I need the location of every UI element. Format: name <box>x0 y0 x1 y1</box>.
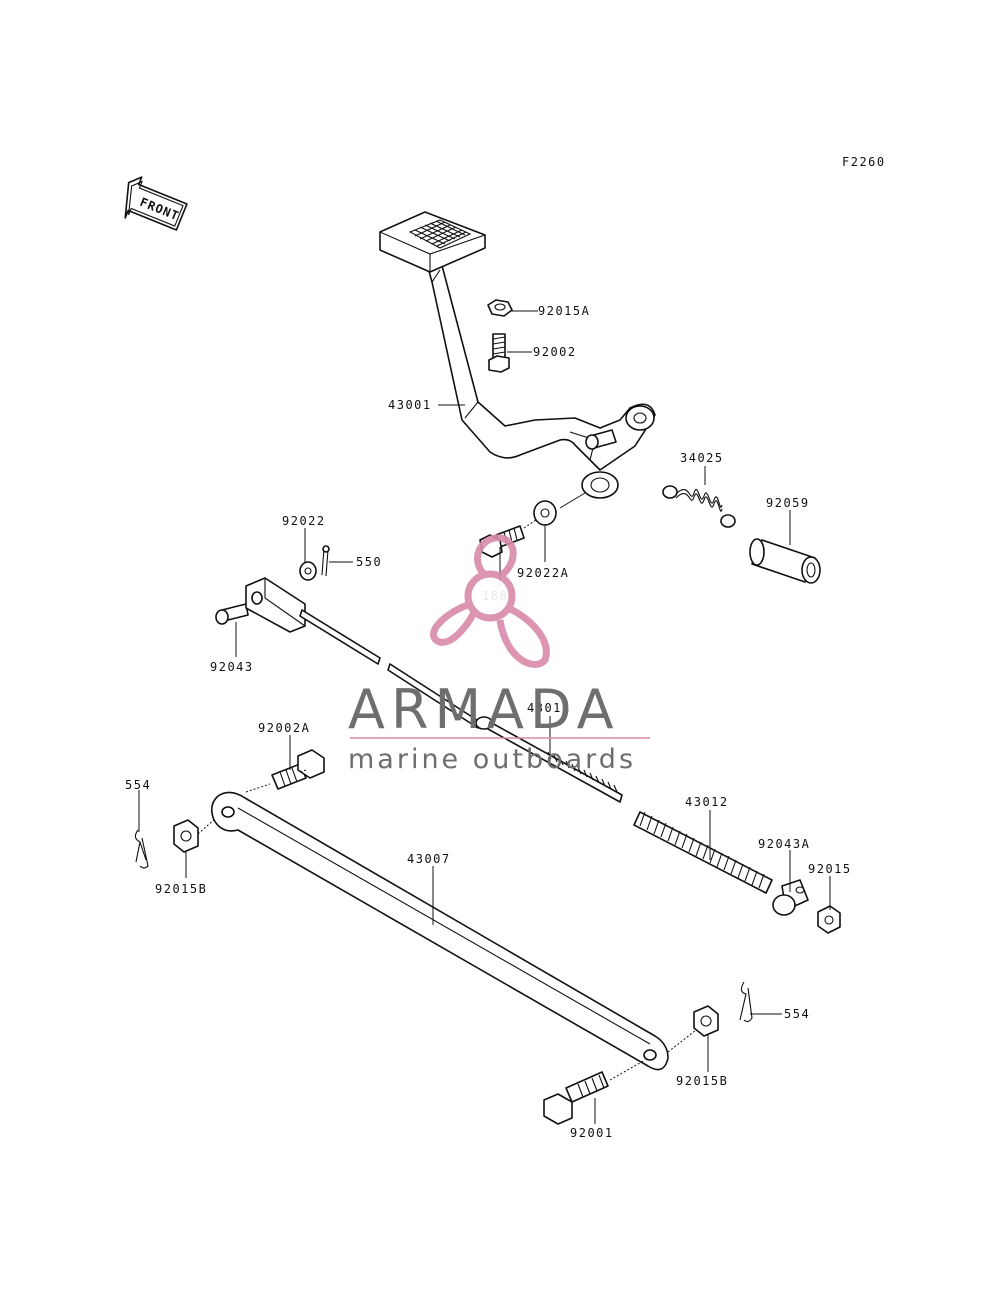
part-label-92022: 92022 <box>282 514 326 528</box>
collar-92059 <box>749 538 821 584</box>
part-label-92002A: 92002A <box>258 721 310 735</box>
brake-rod-43011 <box>245 577 623 803</box>
nut-92015A <box>487 299 513 317</box>
part-label-92015A: 92015A <box>538 304 590 318</box>
watermark-title: ARMADA <box>348 678 620 741</box>
part-label-43007: 43007 <box>407 852 451 866</box>
nut-92015 <box>817 905 841 934</box>
part-label-92015: 92015 <box>808 862 852 876</box>
nut-92015B-right <box>693 1005 719 1037</box>
part-label-92059: 92059 <box>766 496 810 510</box>
front-arrow-icon: FRONT <box>124 176 188 231</box>
part-label-554-right: 554 <box>784 1007 810 1021</box>
part-label-43012: 43012 <box>685 795 729 809</box>
part-label-92002: 92002 <box>533 345 577 359</box>
bolt-92002A <box>271 749 325 790</box>
part-label-554-left: 554 <box>125 778 151 792</box>
brake-pedal <box>379 211 656 499</box>
part-labels: 92015A 92002 43001 34025 92059 92022 550… <box>125 304 852 1140</box>
part-label-34025: 34025 <box>680 451 724 465</box>
clip-554-left <box>134 829 149 869</box>
link-rod-43007 <box>210 791 669 1071</box>
part-label-550: 550 <box>356 555 382 569</box>
part-label-43001: 43001 <box>388 398 432 412</box>
part-label-92015B-right: 92015B <box>676 1074 728 1088</box>
part-label-92043A: 92043A <box>758 837 810 851</box>
pin-92043 <box>215 603 249 625</box>
watermark: ARMADA marine outboards <box>348 534 650 775</box>
propeller-logo-icon <box>430 534 550 668</box>
part-label-92022A: 92022A <box>517 566 569 580</box>
part-label-92015B-left: 92015B <box>155 882 207 896</box>
washer-92022A <box>533 500 557 526</box>
spring-43012 <box>633 811 773 894</box>
watermark-subtitle: marine outboards <box>348 744 636 775</box>
nut-92015B-left <box>173 819 199 853</box>
bolt-92001 <box>543 1071 609 1125</box>
leader-lines <box>138 310 831 1124</box>
clip-554-right <box>739 981 753 1023</box>
part-label-92043: 92043 <box>210 660 254 674</box>
part-label-92001: 92001 <box>570 1126 614 1140</box>
bolt-92002 <box>488 333 510 373</box>
collar-92043A <box>772 879 809 916</box>
figure-code: F2260 <box>842 155 886 169</box>
spring-34025 <box>662 485 736 528</box>
part-label-43011: 43011 <box>527 701 571 715</box>
washer-92022 <box>299 561 317 581</box>
cotter-pin-550 <box>321 545 330 577</box>
